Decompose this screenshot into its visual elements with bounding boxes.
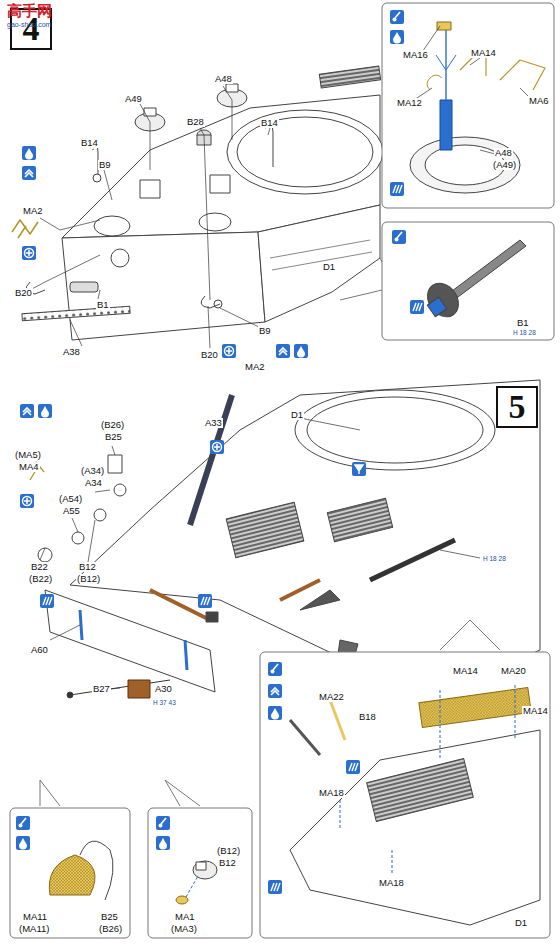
part-number: A55 (62, 506, 81, 516)
part-number: MA2 (244, 362, 266, 372)
part-number: B14 (80, 138, 99, 148)
part-number: B9 (258, 326, 272, 336)
part-number: H 37 43 (152, 700, 177, 707)
part-number: H 18 28 (482, 556, 507, 563)
part-number: B12 (218, 858, 237, 868)
part-number: MA1 (174, 912, 196, 922)
part-number: (B12) (76, 574, 101, 584)
part-number: A33 (204, 418, 223, 428)
part-number: (MA11) (18, 924, 50, 934)
part-number: A48 (214, 74, 233, 84)
part-number: A48 (494, 148, 513, 158)
part-number: (B22) (28, 574, 53, 584)
part-number: MA11 (22, 912, 48, 922)
part-number: B22 (30, 562, 49, 572)
part-number: A60 (30, 645, 49, 655)
part-number: (B26) (98, 924, 123, 934)
part-number: (A34) (80, 466, 105, 476)
step-number: 5 (509, 390, 526, 424)
part-number: A34 (84, 478, 103, 488)
part-number: B25 (100, 912, 119, 922)
part-number: B1 (96, 300, 110, 310)
part-number: MA22 (318, 692, 345, 702)
part-number: (B26) (100, 420, 125, 430)
part-number: A49 (124, 94, 143, 104)
part-number: B20 (14, 288, 33, 298)
part-number: A38 (62, 347, 81, 357)
part-number: B1 (516, 318, 530, 328)
part-number: B25 (104, 432, 123, 442)
part-number: D1 (514, 918, 528, 928)
part-number: (A49) (492, 160, 517, 170)
part-number: MA14 (470, 48, 497, 58)
part-number: A30 (154, 684, 173, 694)
part-number: MA4 (18, 462, 40, 472)
part-number: MA18 (378, 878, 405, 888)
part-number: (MA5) (14, 450, 42, 460)
part-number: MA2 (22, 206, 44, 216)
part-number: D1 (322, 262, 336, 272)
part-number: B28 (186, 117, 205, 127)
part-number: B27 (92, 684, 111, 694)
part-number: B12 (78, 562, 97, 572)
part-number: H 18 28 (512, 330, 537, 337)
part-number: B20 (200, 350, 219, 360)
part-number: MA20 (500, 666, 527, 676)
part-number: MA6 (528, 96, 550, 106)
part-number: MA18 (318, 788, 345, 798)
part-number: B18 (358, 712, 377, 722)
part-number: D1 (290, 410, 304, 420)
part-number: (MA3) (170, 924, 198, 934)
part-number: (A54) (58, 494, 83, 504)
part-number: B9 (98, 160, 112, 170)
step-number-box: 5 (496, 386, 538, 428)
part-number: MA14 (452, 666, 479, 676)
part-number: MA12 (396, 98, 423, 108)
part-number: MA16 (402, 50, 429, 60)
part-number: (B12) (216, 846, 241, 856)
watermark: 高手网 (6, 3, 53, 18)
part-number: B14 (260, 118, 279, 128)
part-number: MA14 (522, 706, 549, 716)
watermark: gao-shou.com (6, 21, 52, 28)
